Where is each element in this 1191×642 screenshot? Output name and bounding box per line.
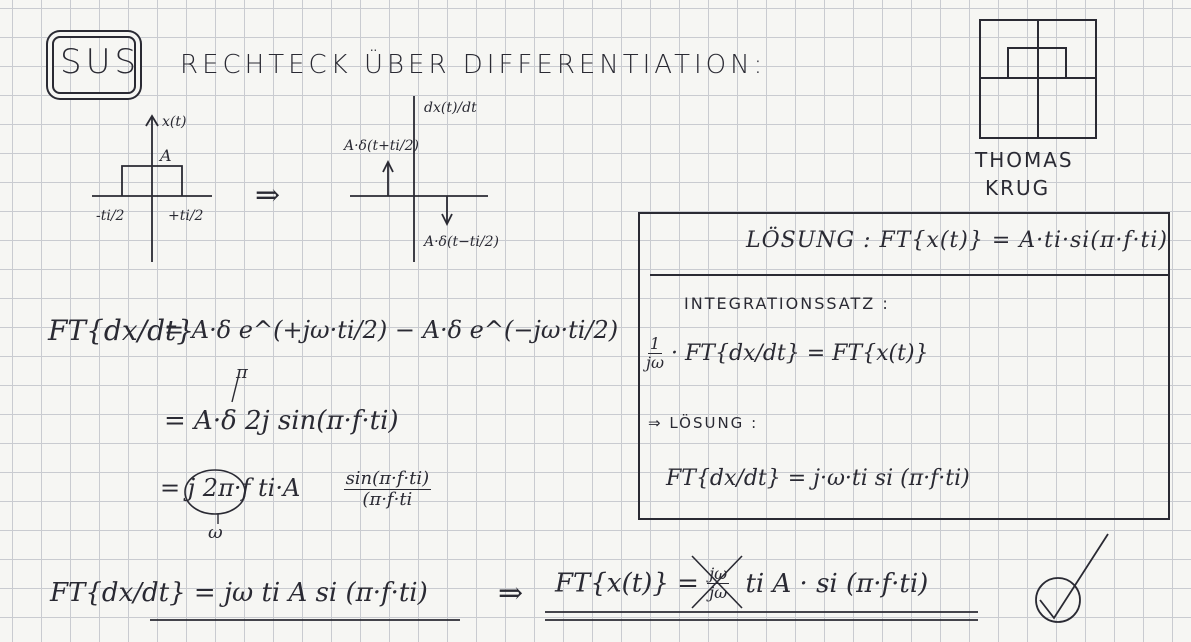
derivation-line3: = j 2π·f ti·A sin(π·f·ti) (π·f·ti — [160, 468, 432, 510]
solution-integration: 1 jω · FT{dx/dt} = FT{x(t)} — [646, 336, 929, 371]
derivation-line3-prefix: = j 2π·f ti·A — [160, 474, 301, 502]
solution-title: LÖSUNG : FT{x(t)} = A·ti·si(π·f·ti) — [746, 228, 1168, 253]
author-logo — [978, 18, 1098, 140]
bottom-rhs: FT{x(t)} = jω jω ti A · si (π·f·ti) — [555, 566, 928, 601]
solution-integ-fraction: 1 jω — [646, 334, 665, 372]
derivation-omega-note: ω — [208, 522, 223, 543]
left-graph-ylabel: x(t) — [162, 114, 187, 130]
left-graph-amplitude: A — [160, 146, 172, 165]
solution-arrow-label: ⇒ LÖSUNG : — [648, 414, 759, 432]
derivation-line2: = A·δ 2j sin(π·f·ti) — [164, 406, 399, 436]
derivation-line1-rhs: = A·δ e^(+jω·ti/2) − A·δ e^(−jω·ti/2) — [164, 316, 619, 344]
derivation-line3-fraction: sin(π·f·ti) (π·f·ti — [343, 468, 432, 510]
bottom-arrow: ⇒ — [498, 576, 524, 611]
solution-box — [638, 212, 1170, 520]
right-graph-impulse-down: A·δ(t−ti/2) — [424, 234, 499, 250]
derivation-pi-note: π — [236, 362, 248, 383]
badge-text: SUS — [60, 42, 141, 82]
right-graph-impulse-up: A·δ(t+ti/2) — [344, 138, 419, 154]
badge-box — [52, 36, 136, 94]
left-graph-tick-right: +ti/2 — [168, 208, 204, 224]
author-first: THOMAS — [975, 148, 1074, 172]
page-title: RECHTECK ÜBER DIFFERENTIATION: — [180, 50, 767, 80]
solution-divider — [650, 274, 1168, 276]
grid-logo-icon — [979, 19, 1097, 139]
author-last: KRUG — [985, 176, 1051, 200]
solution-final: FT{dx/dt} = j·ω·ti si (π·f·ti) — [666, 466, 970, 491]
bottom-rhs-end: ti A · si (π·f·ti) — [745, 568, 929, 599]
left-graph-tick-left: -ti/2 — [96, 208, 125, 224]
solution-subtitle: INTEGRATIONSSATZ : — [684, 294, 890, 313]
right-graph-ylabel: dx(t)/dt — [424, 100, 477, 116]
bottom-lhs: FT{dx/dt} = jω ti A si (π·f·ti) — [50, 578, 428, 608]
bottom-rhs-fraction: jω jω — [707, 564, 730, 602]
solution-integ-rest: · FT{dx/dt} = FT{x(t)} — [671, 341, 929, 366]
implies-arrow: ⇒ — [255, 178, 281, 213]
derivation-line1-lhs: FT{dx/dt} — [48, 314, 195, 347]
bottom-rhs-start: FT{x(t)} = — [555, 568, 699, 599]
